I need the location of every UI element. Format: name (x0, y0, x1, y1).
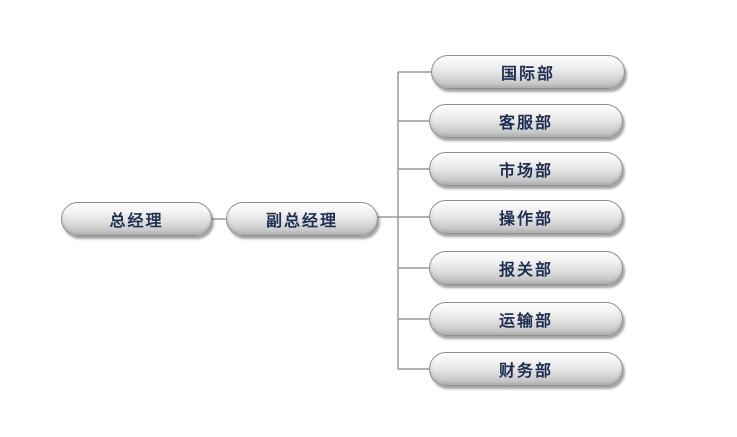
node-label: 国际部 (500, 64, 555, 83)
node-general-manager[interactable]: 总经理 (61, 202, 212, 236)
node-department-customer-service[interactable]: 客服部 (429, 104, 623, 138)
node-department-operations[interactable]: 操作部 (429, 200, 623, 234)
node-label: 运输部 (498, 311, 553, 330)
node-department-customs[interactable]: 报关部 (429, 251, 623, 285)
node-deputy-general-manager[interactable]: 副总经理 (226, 202, 378, 236)
node-label: 操作部 (498, 209, 553, 228)
node-department-international[interactable]: 国际部 (431, 55, 625, 89)
node-label: 财务部 (498, 361, 553, 380)
node-label: 客服部 (498, 113, 553, 132)
node-label: 副总经理 (265, 211, 338, 230)
node-department-transport[interactable]: 运输部 (429, 302, 623, 336)
node-label: 总经理 (109, 211, 164, 230)
node-label: 市场部 (498, 161, 553, 180)
node-department-finance[interactable]: 财务部 (429, 352, 623, 386)
node-department-marketing[interactable]: 市场部 (429, 152, 623, 186)
node-label: 报关部 (498, 260, 553, 279)
